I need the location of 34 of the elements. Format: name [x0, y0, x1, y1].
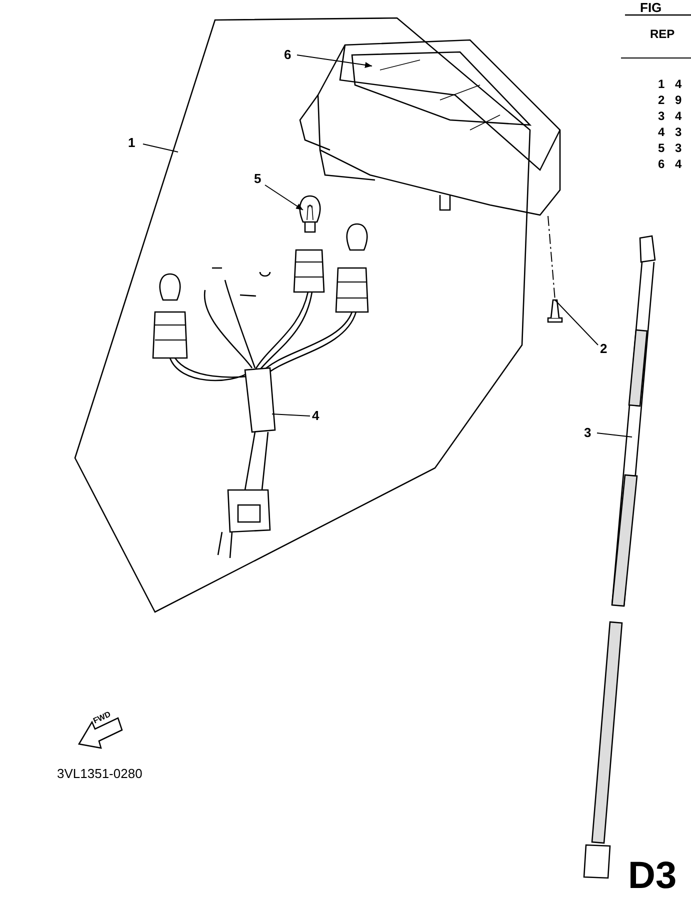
direction-label: FWD: [91, 708, 113, 728]
callout-number: 3: [584, 426, 592, 440]
table-cell: 4: [675, 157, 682, 171]
assembly-line: [548, 216, 556, 300]
table-cell: 5: [658, 141, 665, 155]
leader-line: [596, 432, 632, 438]
part-number: 3VL1351-0280: [57, 766, 142, 781]
assembly-outline: [74, 17, 531, 613]
table-cell: 3: [675, 141, 682, 155]
screw-drawing: [547, 299, 563, 323]
table-header: FIG: [640, 0, 662, 15]
table-cell: 4: [675, 109, 682, 123]
table-cell: 1: [658, 77, 665, 91]
leader-line: [264, 184, 304, 210]
callout-number: 4: [312, 409, 320, 423]
bulb-drawing: [299, 195, 321, 233]
callout-number: 5: [254, 172, 262, 186]
table-cell: 4: [675, 77, 682, 91]
leader-line: [296, 54, 372, 68]
table-cell: 3: [658, 109, 665, 123]
leader-line: [272, 414, 310, 416]
table-cell: 9: [675, 93, 682, 107]
leader-line: [142, 144, 178, 152]
table-header: REP: [650, 27, 675, 41]
table-cell: 2: [658, 93, 665, 107]
callout-number: 1: [128, 136, 136, 150]
callout-number: 6: [284, 48, 292, 62]
meter-unit-drawing: [299, 39, 561, 216]
table-cell: 3: [675, 125, 682, 139]
callout-number: 2: [600, 342, 608, 356]
leader-line: [554, 300, 598, 346]
table-cell: 6: [658, 157, 665, 171]
page-number: D3: [628, 856, 677, 896]
table-cell: 4: [658, 125, 665, 139]
